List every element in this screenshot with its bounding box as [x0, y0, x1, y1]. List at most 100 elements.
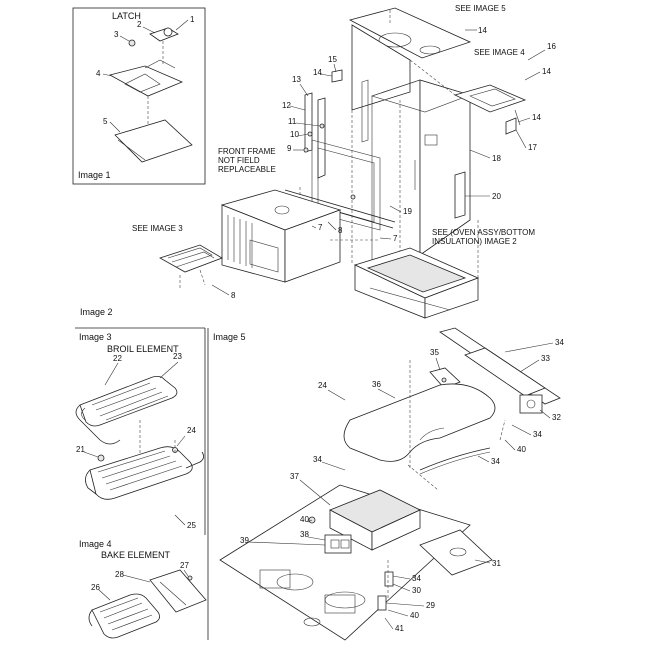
rear-panel-20: [454, 171, 466, 219]
callout-7-right: 7: [393, 234, 398, 243]
latch-base-plate: [114, 119, 193, 163]
callout-12: 12: [282, 101, 291, 110]
note-see-image3: SEE IMAGE 3: [132, 224, 183, 233]
callout-37: 37: [290, 472, 299, 481]
callout-14-left: 14: [313, 68, 322, 77]
image5-top-assembly-panel: Image 5: [207, 327, 564, 641]
callout-20: 20: [492, 192, 501, 201]
callout-14-top: 14: [478, 26, 487, 35]
callout-4: 4: [96, 69, 101, 78]
image4-title: BAKE ELEMENT: [101, 550, 171, 560]
clip-30: [384, 571, 394, 587]
callout-34-strip: 34: [491, 457, 500, 466]
callout-7-cavity: 7: [318, 223, 323, 232]
image3-broil-element-panel: Image 3 BROIL ELEMENT 22 23 21 24 25: [75, 327, 206, 535]
callout-24-top-assy: 24: [318, 381, 327, 390]
bake-element-bracket: [149, 569, 207, 613]
cabinet-top-panel: [348, 7, 472, 59]
callout-22: 22: [113, 354, 122, 363]
callout-40-middle: 40: [300, 515, 309, 524]
latch-screw: [128, 39, 136, 47]
cabinet-side-brackets: [304, 69, 369, 179]
callout-8-lower: 8: [231, 291, 236, 300]
callout-19: 19: [403, 207, 412, 216]
callout-23: 23: [173, 352, 182, 361]
note-see-image4: SEE IMAGE 4: [474, 48, 525, 57]
bake-element-subassembly: [453, 84, 527, 135]
broil-element-subassembly: [159, 244, 223, 290]
rear-rail-33: [439, 327, 561, 414]
callout-1: 1: [190, 15, 195, 24]
callout-11: 11: [288, 117, 297, 126]
callout-2: 2: [137, 20, 142, 29]
note-front-frame-line2: NOT FIELD: [218, 156, 260, 165]
callout-40-upper: 40: [517, 445, 526, 454]
callout-35: 35: [430, 348, 439, 357]
image1-caption: Image 1: [78, 170, 111, 180]
image3-title: BROIL ELEMENT: [107, 344, 179, 354]
callout-41: 41: [395, 624, 404, 633]
bake-element-coil: [88, 593, 160, 639]
image5-caption: Image 5: [213, 332, 246, 342]
latch-body-plate: [108, 59, 184, 125]
callout-32: 32: [552, 413, 561, 422]
callout-17: 17: [528, 143, 537, 152]
oven-cavity: [220, 189, 342, 283]
callout-26: 26: [91, 583, 100, 592]
note-see-image5: SEE IMAGE 5: [455, 4, 506, 13]
image1-border: [72, 7, 206, 185]
main-assembly: SEE IMAGE 5 SEE IMAGE 4 SEE IMAGE 3 FRON…: [132, 4, 556, 319]
assembly-guide-lines: [330, 10, 479, 278]
note-front-frame-line3: REPLACEABLE: [218, 165, 276, 174]
insulation-pad-36: [343, 383, 496, 462]
callout-33: 33: [541, 354, 550, 363]
callout-8-middle: 8: [338, 226, 343, 235]
image4-bake-element-panel: Image 4 BAKE ELEMENT 28 27 26: [79, 539, 207, 639]
image3-caption: Image 3: [79, 332, 112, 342]
callout-31: 31: [492, 559, 501, 568]
callout-34-right: 34: [533, 430, 542, 439]
callout-5: 5: [103, 117, 108, 126]
vent-plate-31: [419, 529, 493, 576]
broil-element-coil: [75, 376, 178, 445]
callout-16: 16: [547, 42, 556, 51]
callout-25: 25: [187, 521, 196, 530]
callout-34-top: 34: [555, 338, 564, 347]
clip-29: [377, 595, 387, 611]
note-front-frame-line1: FRONT FRAME: [218, 147, 276, 156]
callout-3: 3: [114, 30, 119, 39]
callout-29: 29: [426, 601, 435, 610]
callout-39: 39: [240, 536, 249, 545]
image4-caption: Image 4: [79, 539, 112, 549]
inner-box-37: [329, 489, 421, 551]
broil-screw-21: [97, 454, 105, 462]
support-strip-34: [419, 447, 491, 475]
callout-9: 9: [287, 144, 292, 153]
bottom-insulation-assembly: [353, 247, 480, 319]
callout-34-left: 34: [313, 455, 322, 464]
fastener-screws: [303, 123, 356, 200]
callout-18: 18: [492, 154, 501, 163]
callout-27: 27: [180, 561, 189, 570]
image2-caption: Image 2: [80, 307, 113, 317]
image1-title: LATCH: [112, 11, 141, 21]
broil-element-reflector: [85, 446, 204, 500]
note-oven-assy-line1: SEE (OVEN ASSY/BOTTOM: [432, 228, 535, 237]
callout-14-right-upper: 14: [542, 67, 551, 76]
callout-28: 28: [115, 570, 124, 579]
image1-latch-panel: LATCH Image 1 1 2 3 4: [72, 7, 206, 185]
callout-38: 38: [300, 530, 309, 539]
callout-14-right-lower: 14: [532, 113, 541, 122]
callout-24-broil: 24: [187, 426, 196, 435]
callout-15: 15: [328, 55, 337, 64]
callout-40-lower: 40: [410, 611, 419, 620]
note-oven-assy-line2: INSULATION) IMAGE 2: [432, 237, 517, 246]
callout-34-lower: 34: [412, 574, 421, 583]
callout-36: 36: [372, 380, 381, 389]
callout-21: 21: [76, 445, 85, 454]
callout-10: 10: [290, 130, 299, 139]
callout-30: 30: [412, 586, 421, 595]
callout-13: 13: [292, 75, 301, 84]
latch-spring-part: [149, 27, 179, 65]
